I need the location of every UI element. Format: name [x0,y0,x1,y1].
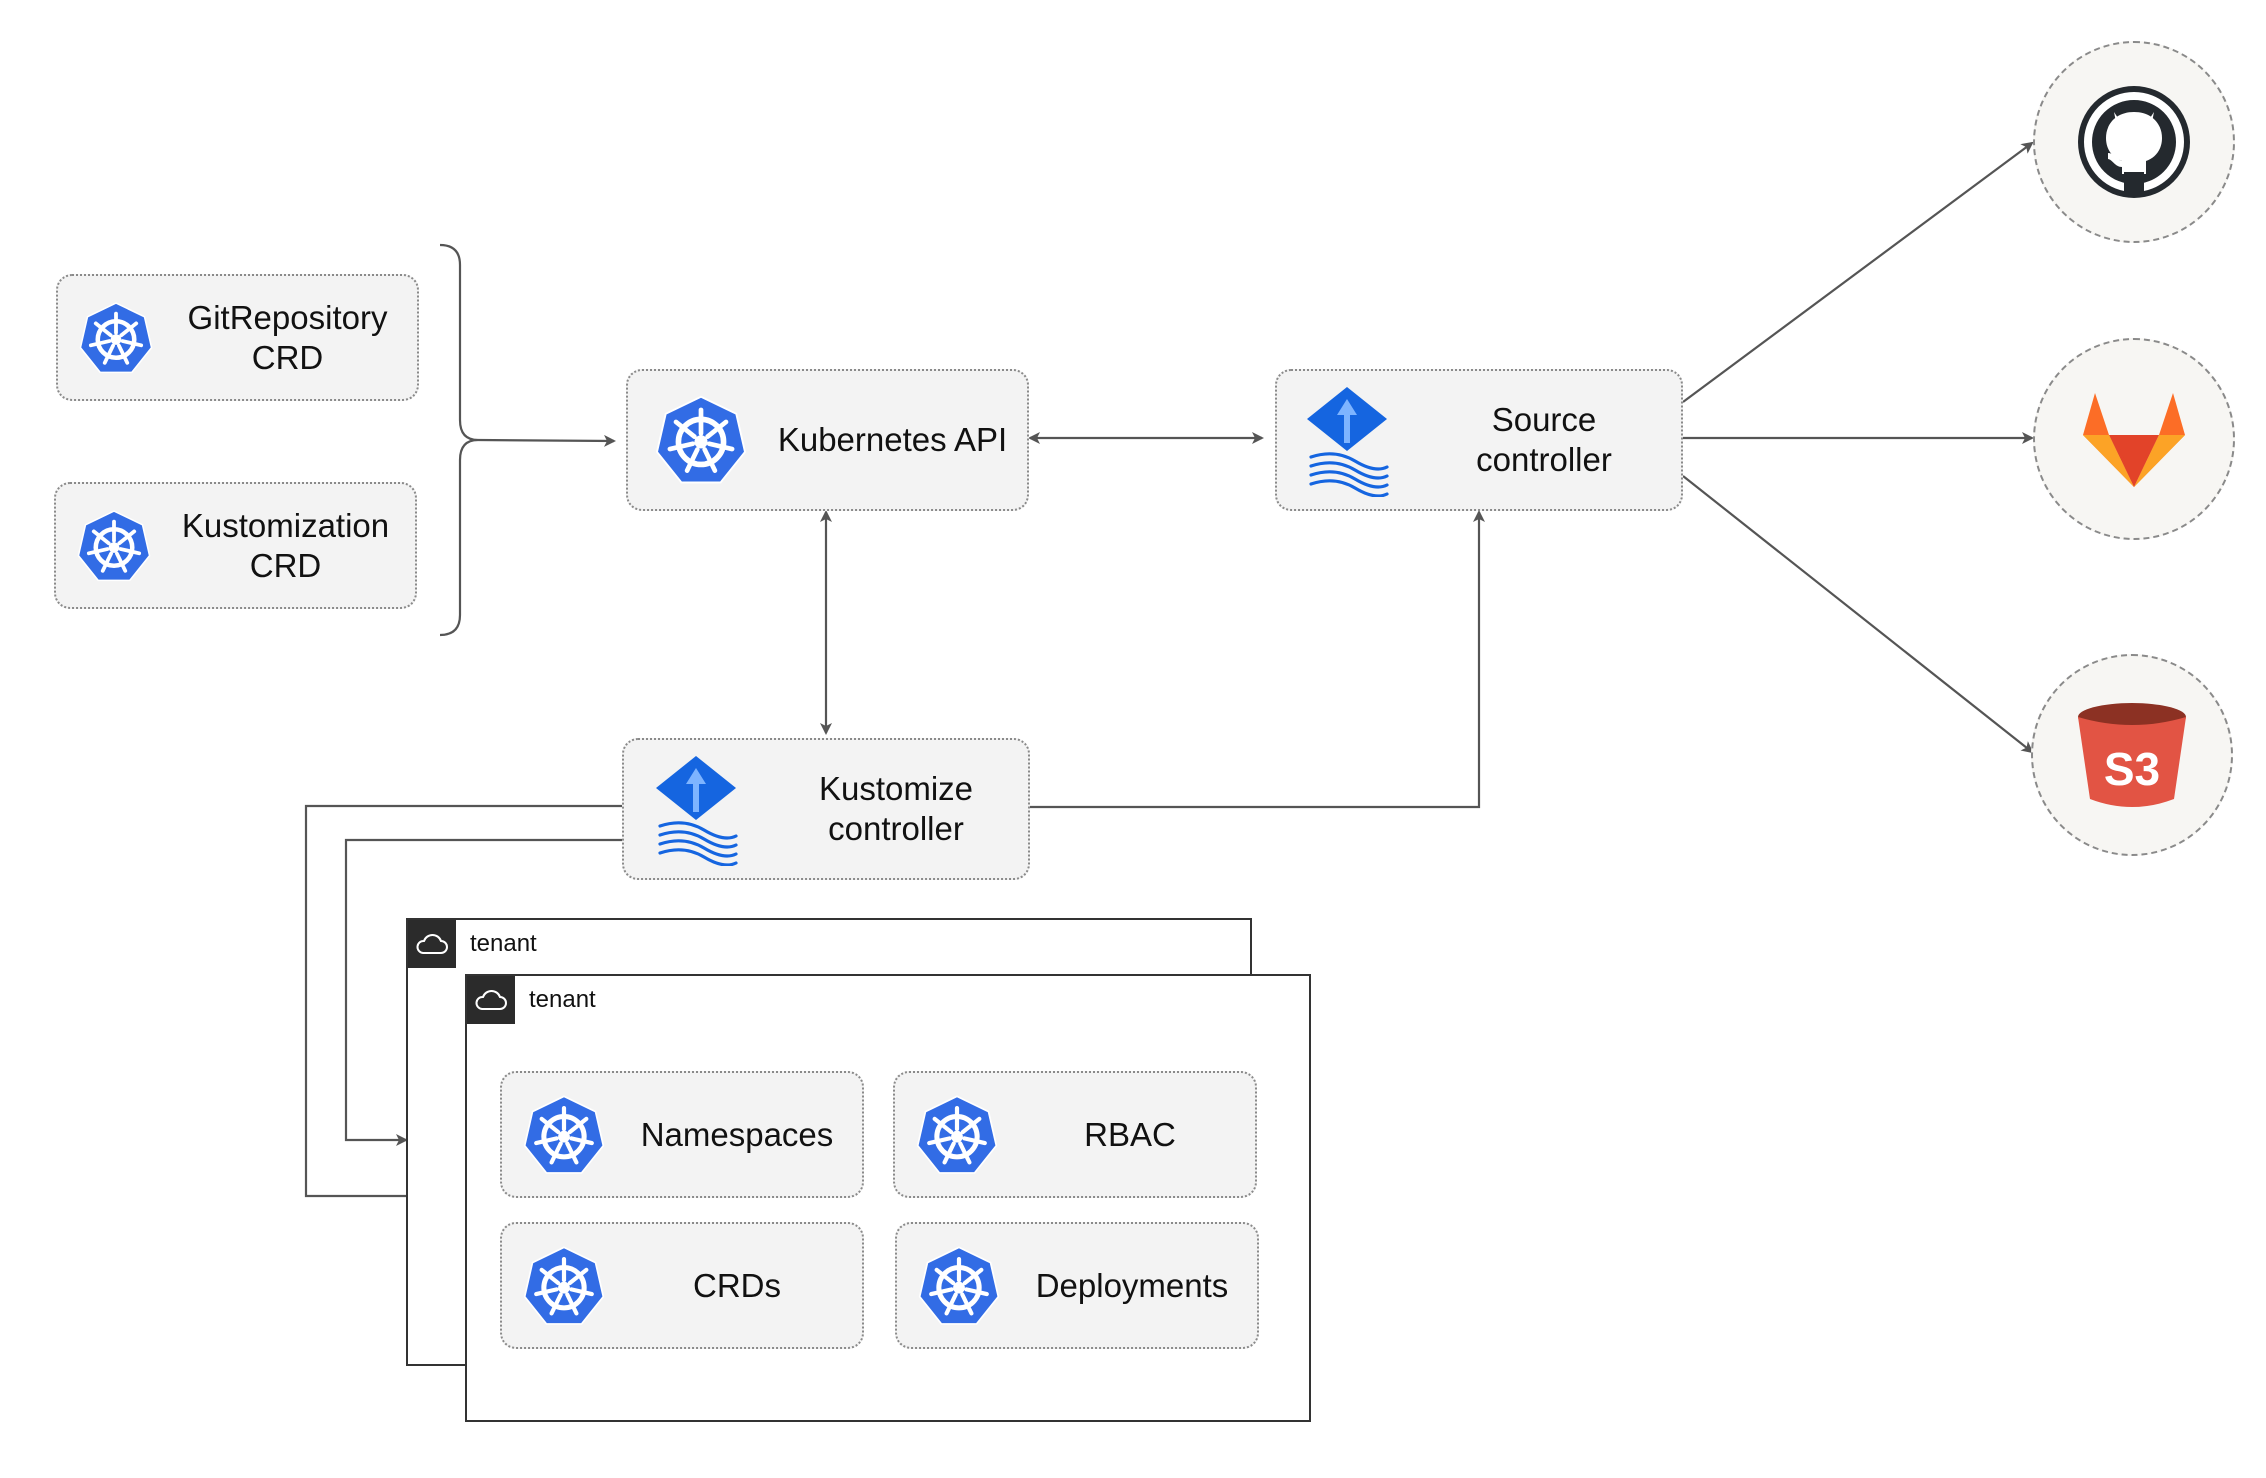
cloud-icon [416,934,448,954]
source-controller-node[interactable]: Source controller [1275,369,1683,511]
cloud-icon [475,990,507,1010]
s3-bucket-icon: S3 [2078,703,2186,807]
gitrepository-crd-node[interactable]: GitRepository CRD [56,274,419,401]
s3-service[interactable]: S3 [2031,654,2233,856]
kustomize-to-tenant-front-arrow [304,804,622,1202]
kustomization-crd-node[interactable]: Kustomization CRD [54,482,417,609]
rbac-node[interactable]: RBAC [893,1071,1257,1198]
crd-group-brace [439,243,479,637]
kubernetes-icon [655,395,747,484]
tenant-badge [408,920,456,968]
tenant-label: tenant [470,930,537,957]
kubernetes-icon [77,510,151,582]
crds-node[interactable]: CRDs [500,1222,864,1349]
source-to-github-arrow [1682,141,2034,403]
github-icon [2078,86,2190,198]
namespaces-node[interactable]: Namespaces [500,1071,864,1198]
kustomize-to-source-controller-arrow [1030,510,1485,809]
source-controller-label: Source controller [1476,401,1612,478]
gitlab-icon [2083,393,2185,487]
kubernetes-icon [918,1246,1000,1325]
kubernetes-icon [523,1246,605,1325]
flux-icon [656,756,738,866]
kustomize-controller-node[interactable]: Kustomize controller [622,738,1030,880]
kustomize-controller-label: Kustomize controller [818,770,974,847]
source-to-s3-arrow [1682,475,2034,754]
rbac-label: RBAC [1084,1115,1176,1153]
kubernetes-api-label: Kubernetes API [777,421,1008,458]
kubernetes-api-node[interactable]: Kubernetes API [626,369,1029,511]
flux-icon [1307,387,1389,497]
deployments-label: Deployments [1035,1266,1229,1304]
kustomization-crd-label: Kustomization CRD [181,506,390,584]
kustomize-to-tenant-back-arrow [344,838,622,1146]
namespaces-label: Namespaces [640,1115,834,1153]
kubernetes-icon [523,1095,605,1174]
tenant-container-front[interactable]: tenant [465,974,1311,1422]
github-service[interactable] [2033,41,2235,243]
gitrepository-crd-label: GitRepository CRD [187,298,388,376]
s3-label: S3 [2104,743,2160,795]
deployments-node[interactable]: Deployments [895,1222,1259,1349]
gitlab-service[interactable] [2033,338,2235,540]
tenant-badge [467,976,515,1024]
crds-label: CRDs [693,1266,781,1304]
tenant-label: tenant [529,986,596,1013]
kubernetes-icon [916,1095,998,1174]
crds-to-kubernetes-api-arrow [477,434,616,447]
kubernetes-icon [79,302,153,374]
